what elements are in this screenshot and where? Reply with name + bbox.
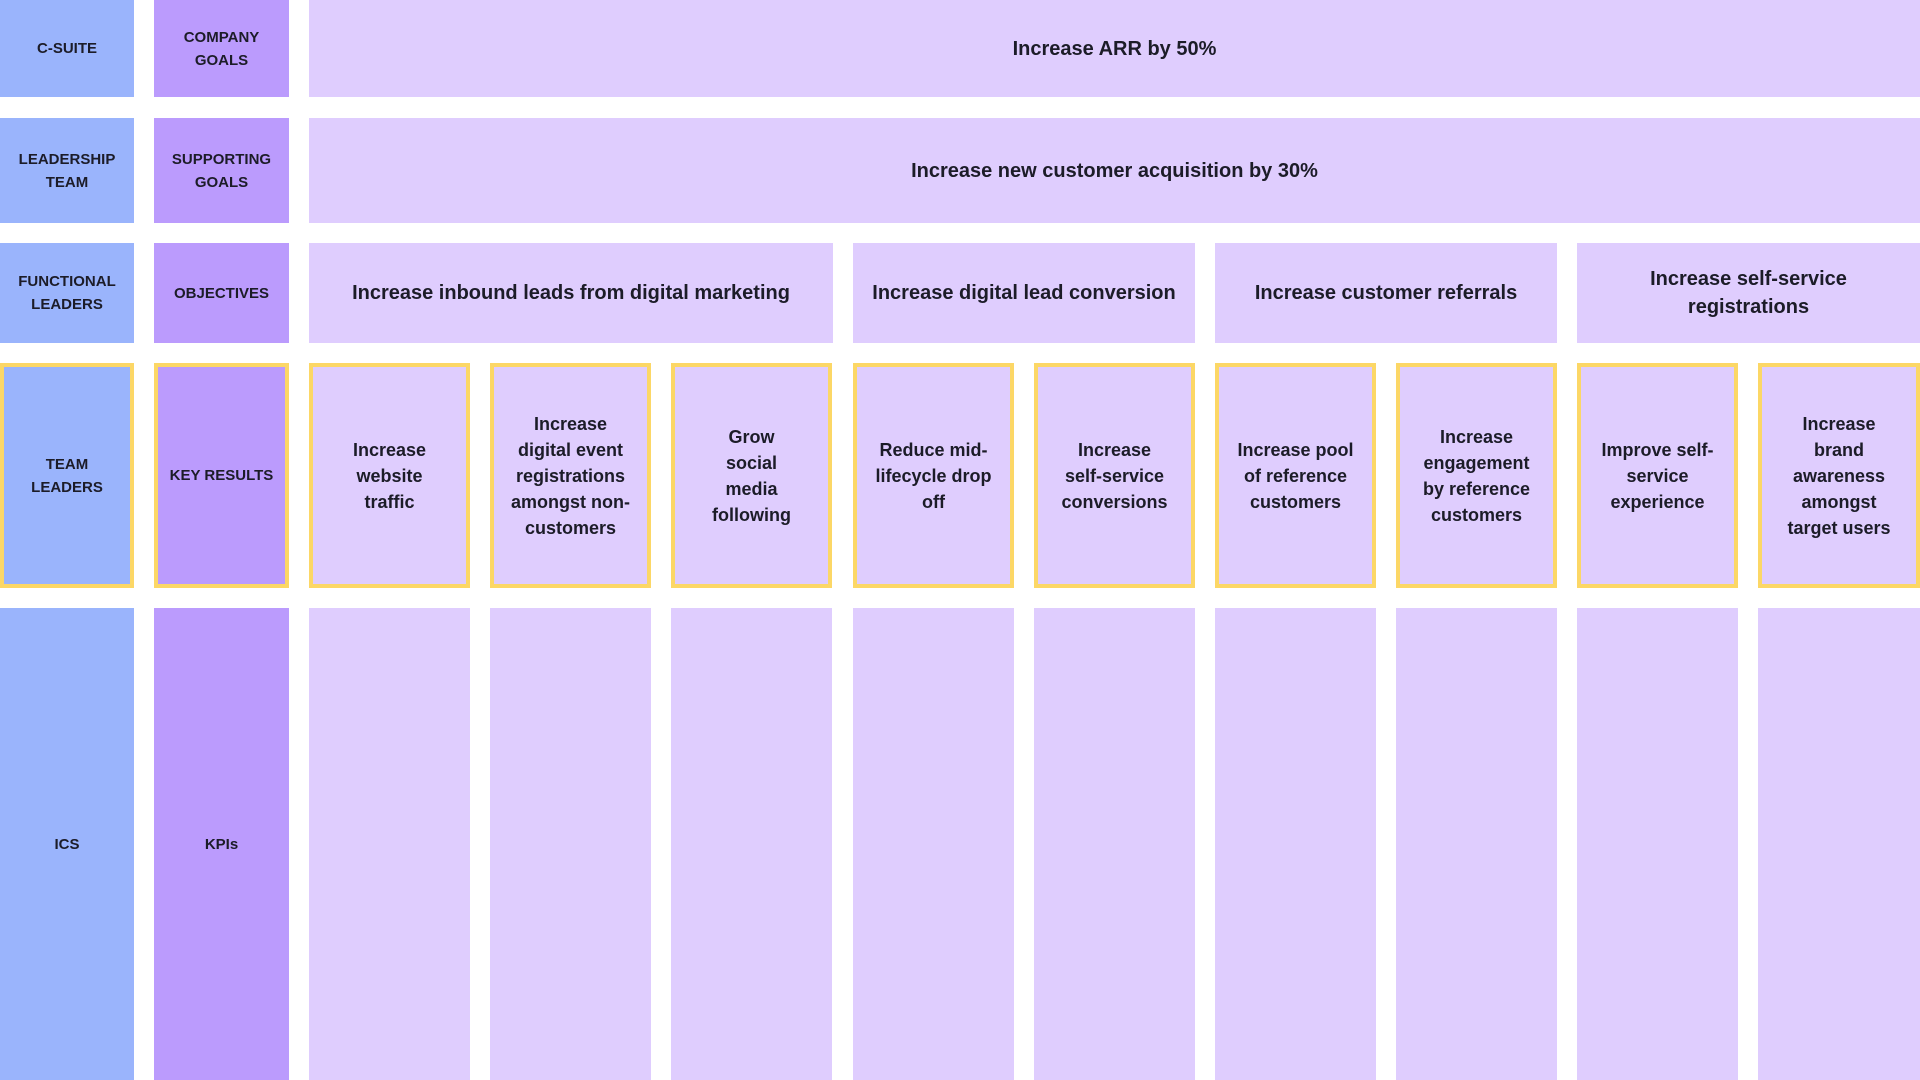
kpi-box — [671, 608, 832, 1080]
level-objectives: OBJECTIVES — [154, 243, 289, 343]
key-result-box: Increase website traffic — [309, 363, 470, 588]
key-result-box: Reduce mid-lifecycle drop off — [853, 363, 1014, 588]
key-result-box: Increase engagement by reference custome… — [1396, 363, 1557, 588]
objective-box: Increase inbound leads from digital mark… — [309, 243, 833, 343]
supporting-goal-box: Increase new customer acquisition by 30% — [309, 118, 1920, 223]
key-result-box: Grow social media following — [671, 363, 832, 588]
role-c-suite: C-SUITE — [0, 0, 134, 97]
role-functional-leaders: FUNCTIONAL LEADERS — [0, 243, 134, 343]
kpi-box — [1396, 608, 1557, 1080]
objective-box: Increase self-service registrations — [1577, 243, 1920, 343]
key-result-box: Increase pool of reference customers — [1215, 363, 1376, 588]
objective-box: Increase customer referrals — [1215, 243, 1557, 343]
kpi-box — [1577, 608, 1738, 1080]
level-kpis: KPIs — [154, 608, 289, 1080]
role-leadership-team: LEADERSHIP TEAM — [0, 118, 134, 223]
level-company-goals: COMPANY GOALS — [154, 0, 289, 97]
key-result-box: Increase brand awareness amongst target … — [1758, 363, 1920, 588]
role-team-leaders: TEAM LEADERS — [0, 363, 134, 588]
level-key-results: KEY RESULTS — [154, 363, 289, 588]
key-result-box: Increase self-service conversions — [1034, 363, 1195, 588]
company-goal-box: Increase ARR by 50% — [309, 0, 1920, 97]
key-result-box: Improve self-service experience — [1577, 363, 1738, 588]
kpi-box — [853, 608, 1014, 1080]
key-result-box: Increase digital event registrations amo… — [490, 363, 651, 588]
kpi-box — [1758, 608, 1920, 1080]
kpi-box — [490, 608, 651, 1080]
objective-box: Increase digital lead conversion — [853, 243, 1195, 343]
kpi-box — [1215, 608, 1376, 1080]
level-supporting-goals: SUPPORTING GOALS — [154, 118, 289, 223]
kpi-box — [309, 608, 470, 1080]
role-ics: ICs — [0, 608, 134, 1080]
kpi-box — [1034, 608, 1195, 1080]
